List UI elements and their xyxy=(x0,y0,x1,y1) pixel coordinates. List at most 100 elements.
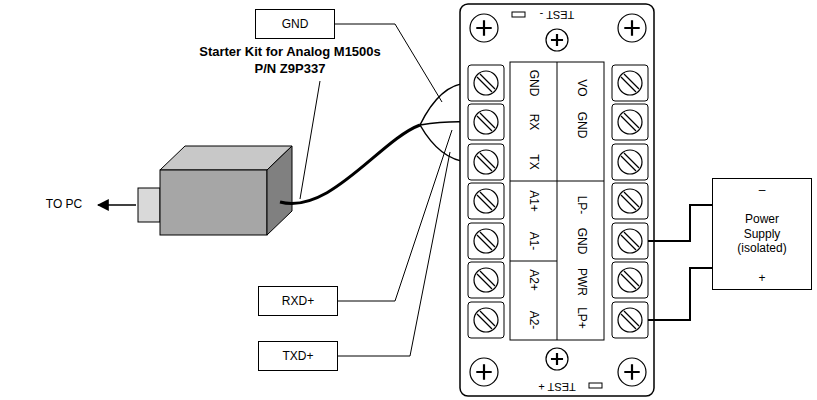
mounting-screw xyxy=(546,348,568,370)
pin-name: A1+ xyxy=(526,190,540,212)
part-label: Starter Kit for Analog M1500s xyxy=(199,45,381,60)
part-number: P/N Z9P337 xyxy=(255,62,326,77)
pin-name: GND xyxy=(574,228,588,255)
phillips-cross xyxy=(624,20,639,35)
pin-name: RX xyxy=(526,114,540,131)
screw-terminal xyxy=(612,223,648,259)
screw-slot xyxy=(624,113,639,128)
signal-callout-box: TXD+ xyxy=(258,341,338,371)
screw-terminal xyxy=(612,144,648,180)
screw-head xyxy=(618,229,642,253)
screw-head xyxy=(618,268,642,292)
screw-terminal xyxy=(612,183,648,219)
screw-terminal xyxy=(468,302,504,338)
pin-name: LP+ xyxy=(574,307,588,329)
pin-name: VO xyxy=(574,79,588,96)
screw-slot xyxy=(624,192,639,207)
screw-head xyxy=(618,308,642,332)
pin-name: GND xyxy=(527,70,541,97)
panel-divider xyxy=(557,181,604,182)
screw-terminal xyxy=(612,223,648,259)
screw-terminal xyxy=(468,183,504,219)
screw-head xyxy=(618,150,642,174)
screw-terminal xyxy=(612,104,648,140)
screw-slot xyxy=(624,74,639,89)
test-label: TEST - xyxy=(540,9,575,22)
label-panel xyxy=(510,62,604,340)
pin-name: LP- xyxy=(575,196,589,215)
pin-name: A2- xyxy=(526,311,540,330)
screw-slot xyxy=(480,153,495,168)
pin-name: RX xyxy=(527,114,541,131)
mounting-screw xyxy=(470,14,498,42)
adapter-front xyxy=(160,170,267,235)
panel-divider xyxy=(557,62,558,340)
mounting-screw xyxy=(470,358,498,386)
test-pad xyxy=(589,383,602,388)
mounting-screw xyxy=(470,14,498,42)
phillips-cross xyxy=(476,364,491,379)
panel-divider xyxy=(510,261,557,262)
usb-plug xyxy=(138,188,160,222)
part-label: Starter Kit for Analog M1500s xyxy=(199,44,381,59)
screw-head xyxy=(474,110,498,134)
test-label: TEST - xyxy=(540,9,575,21)
screw-slot xyxy=(480,232,495,247)
mounting-screw xyxy=(618,358,646,386)
terminal-block xyxy=(460,4,654,396)
pin-name: A1- xyxy=(526,232,540,251)
screw-slot xyxy=(624,271,639,286)
pin-name: TX xyxy=(527,154,541,169)
leader-line xyxy=(300,81,320,199)
mounting-screw xyxy=(546,29,568,51)
pin-name: PWR xyxy=(575,268,589,296)
screw-slot xyxy=(624,232,639,247)
power-wire xyxy=(648,205,712,241)
screw-terminal xyxy=(612,65,648,101)
screw-head xyxy=(474,229,498,253)
screw-terminal xyxy=(612,65,648,101)
screw-terminal xyxy=(468,65,504,101)
screw-head xyxy=(474,268,498,292)
mounting-screw xyxy=(470,358,498,386)
screw-slot xyxy=(480,271,495,286)
mounting-screw xyxy=(618,14,646,42)
pin-name: A2+ xyxy=(527,269,541,291)
pc-arrow xyxy=(98,204,136,206)
screw-terminal xyxy=(612,302,648,338)
screw-slot xyxy=(480,74,495,89)
screw-head xyxy=(474,308,498,332)
node-text: Power Supply (isolated) xyxy=(726,212,798,255)
screw-slot xyxy=(480,192,495,207)
pin-name: A1- xyxy=(527,232,541,251)
test-pad xyxy=(512,12,525,17)
test-label: TEST + xyxy=(538,381,575,394)
screw-terminal xyxy=(468,223,504,259)
pin-name: VO xyxy=(575,79,589,96)
mounting-screw xyxy=(546,348,568,370)
phillips-cross xyxy=(476,20,491,35)
panel-divider xyxy=(510,181,557,182)
screw-terminal xyxy=(612,262,648,298)
screw-terminal xyxy=(468,144,504,180)
leader-line xyxy=(338,130,452,301)
test-label: TEST + xyxy=(538,381,575,393)
phillips-cross xyxy=(624,364,639,379)
pin-name: A2+ xyxy=(526,269,540,291)
power-wire xyxy=(648,268,712,320)
screw-slot xyxy=(624,153,639,168)
node-text: GND xyxy=(282,17,309,31)
screw-terminal xyxy=(468,183,504,219)
interface-adapter xyxy=(138,146,292,235)
signal-callout-box: RXD+ xyxy=(258,286,338,316)
screw-slot xyxy=(480,113,495,128)
node-text: – xyxy=(759,183,766,197)
node-text: + xyxy=(758,271,765,285)
pin-name: A2- xyxy=(527,311,541,330)
screw-terminal xyxy=(468,262,504,298)
power-supply-box: – Power Supply (isolated) + xyxy=(712,178,812,290)
screw-terminal xyxy=(468,144,504,180)
screw-terminal xyxy=(612,144,648,180)
screw-head xyxy=(474,150,498,174)
